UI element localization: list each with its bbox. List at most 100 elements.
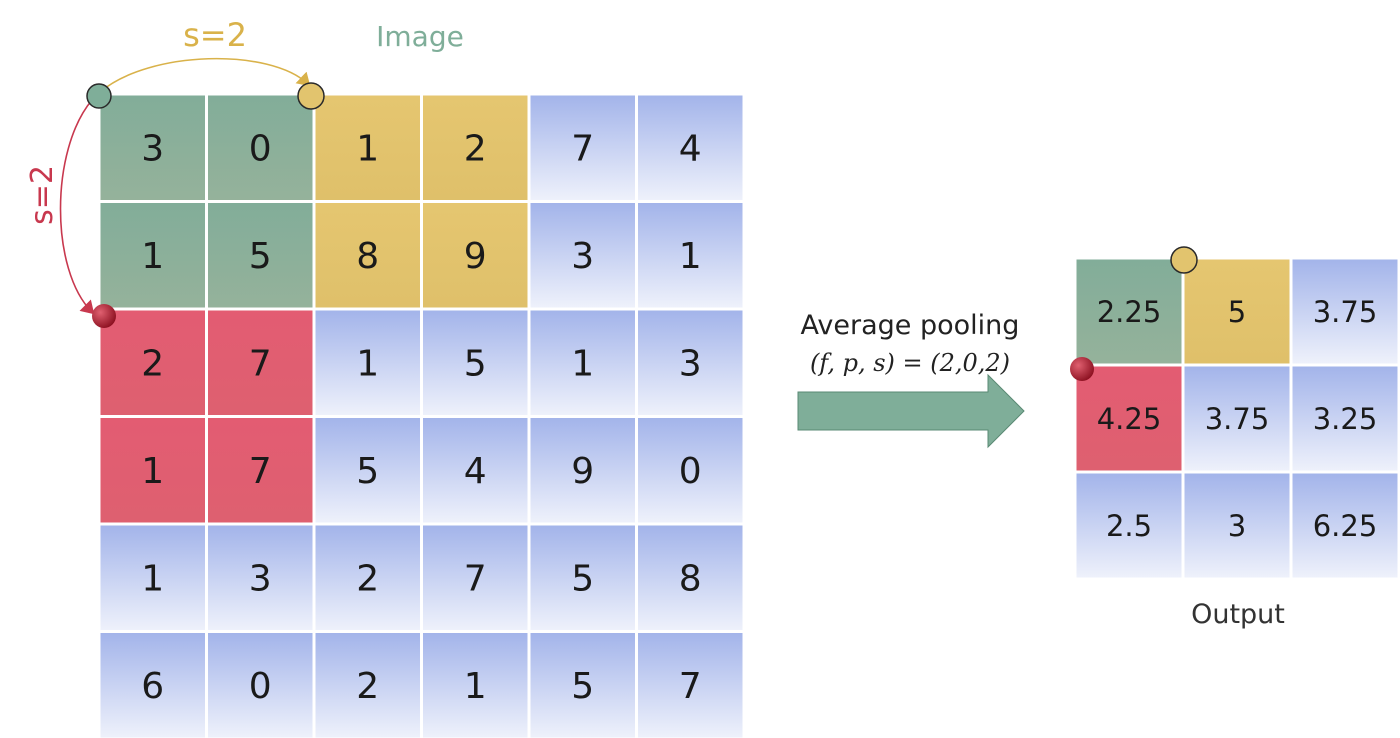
input-cell-0-5	[638, 95, 743, 200]
input-value-5-0: 6	[141, 666, 164, 707]
input-cell-2-0	[100, 310, 205, 415]
input-value-2-1: 7	[249, 344, 272, 385]
input-value-3-1: 7	[249, 451, 272, 492]
input-value-4-2: 2	[356, 559, 379, 600]
red-anchor-dot	[92, 304, 116, 328]
input-cell-2-2	[315, 310, 420, 415]
input-value-2-0: 2	[141, 344, 164, 385]
output-value-0-0: 2.25	[1097, 295, 1162, 329]
input-cell-1-4	[530, 203, 635, 308]
input-cell-0-3	[423, 95, 528, 200]
input-value-5-4: 5	[571, 666, 594, 707]
input-value-1-3: 9	[464, 236, 487, 277]
input-value-3-4: 9	[571, 451, 594, 492]
input-value-1-1: 5	[249, 236, 272, 277]
input-cell-4-4	[530, 525, 635, 630]
input-cell-4-1	[208, 525, 313, 630]
input-value-0-5: 4	[679, 129, 702, 170]
input-value-1-4: 3	[571, 236, 594, 277]
input-value-5-1: 0	[249, 666, 272, 707]
input-value-2-2: 1	[356, 344, 379, 385]
input-cell-4-0	[100, 525, 205, 630]
input-cell-4-5	[638, 525, 743, 630]
input-value-0-4: 7	[571, 129, 594, 170]
input-value-4-0: 1	[141, 559, 164, 600]
input-cell-3-0	[100, 418, 205, 523]
input-cell-0-1	[208, 95, 313, 200]
input-cell-2-5	[638, 310, 743, 415]
output-red-dot	[1070, 357, 1094, 381]
input-cell-5-0	[100, 633, 205, 738]
input-cell-5-2	[315, 633, 420, 738]
output-cell-2-0	[1076, 473, 1182, 578]
input-value-3-3: 4	[464, 451, 487, 492]
image-title: Image	[376, 20, 464, 53]
operation-params: (f, p, s) = (2,0,2)	[810, 349, 1010, 377]
input-cell-3-5	[638, 418, 743, 523]
output-value-1-2: 3.25	[1313, 402, 1378, 436]
output-value-0-2: 3.75	[1313, 295, 1378, 329]
input-cell-3-1	[208, 418, 313, 523]
stride-vertical-arrow	[59, 99, 95, 315]
output-cell-2-2	[1292, 473, 1398, 578]
input-cell-3-4	[530, 418, 635, 523]
input-value-5-3: 1	[464, 666, 487, 707]
input-value-3-2: 5	[356, 451, 379, 492]
input-value-1-5: 1	[679, 236, 702, 277]
output-cell-0-2	[1292, 259, 1398, 364]
input-value-4-1: 3	[249, 559, 272, 600]
input-value-2-5: 3	[679, 344, 702, 385]
input-value-4-5: 8	[679, 559, 702, 600]
transform-arrow	[797, 373, 1025, 449]
input-cell-2-3	[423, 310, 528, 415]
output-title: Output	[1191, 599, 1285, 630]
input-cell-0-4	[530, 95, 635, 200]
input-value-4-4: 5	[571, 559, 594, 600]
input-value-5-2: 2	[356, 666, 379, 707]
input-cell-1-0	[100, 203, 205, 308]
input-cell-0-0	[100, 95, 205, 200]
operation-name: Average pooling	[801, 310, 1020, 341]
input-cell-2-1	[208, 310, 313, 415]
output-value-1-0: 4.25	[1097, 402, 1162, 436]
output-cell-0-1	[1184, 259, 1290, 364]
input-cell-3-3	[423, 418, 528, 523]
input-value-0-0: 3	[141, 129, 164, 170]
output-value-0-1: 5	[1228, 295, 1246, 329]
input-cell-3-2	[315, 418, 420, 523]
input-cell-1-2	[315, 203, 420, 308]
yellow-anchor-dot	[297, 82, 325, 110]
output-value-2-0: 2.5	[1106, 509, 1152, 543]
input-value-0-3: 2	[464, 129, 487, 170]
input-value-1-2: 8	[356, 236, 379, 277]
input-cell-1-1	[208, 203, 313, 308]
input-cell-5-1	[208, 633, 313, 738]
input-value-2-4: 1	[571, 344, 594, 385]
input-value-4-3: 7	[464, 559, 487, 600]
output-value-2-1: 3	[1228, 509, 1246, 543]
input-value-5-5: 7	[679, 666, 702, 707]
output-value-1-1: 3.75	[1205, 402, 1270, 436]
input-cell-5-4	[530, 633, 635, 738]
input-value-3-5: 0	[679, 451, 702, 492]
stride-vertical-label: s=2	[25, 165, 60, 225]
input-cell-5-5	[638, 633, 743, 738]
output-cell-0-0	[1076, 259, 1182, 364]
input-value-0-1: 0	[249, 129, 272, 170]
input-value-1-0: 1	[141, 236, 164, 277]
input-cell-4-2	[315, 525, 420, 630]
output-cell-2-1	[1184, 473, 1290, 578]
input-cell-5-3	[423, 633, 528, 738]
stride-horizontal-arrow	[99, 57, 311, 93]
input-value-3-0: 1	[141, 451, 164, 492]
green-anchor-dot	[86, 83, 112, 109]
input-cell-4-3	[423, 525, 528, 630]
input-value-0-2: 1	[356, 129, 379, 170]
input-cell-2-4	[530, 310, 635, 415]
output-yellow-dot	[1170, 246, 1198, 274]
output-cell-1-2	[1292, 366, 1398, 471]
output-cell-1-0	[1076, 366, 1182, 471]
